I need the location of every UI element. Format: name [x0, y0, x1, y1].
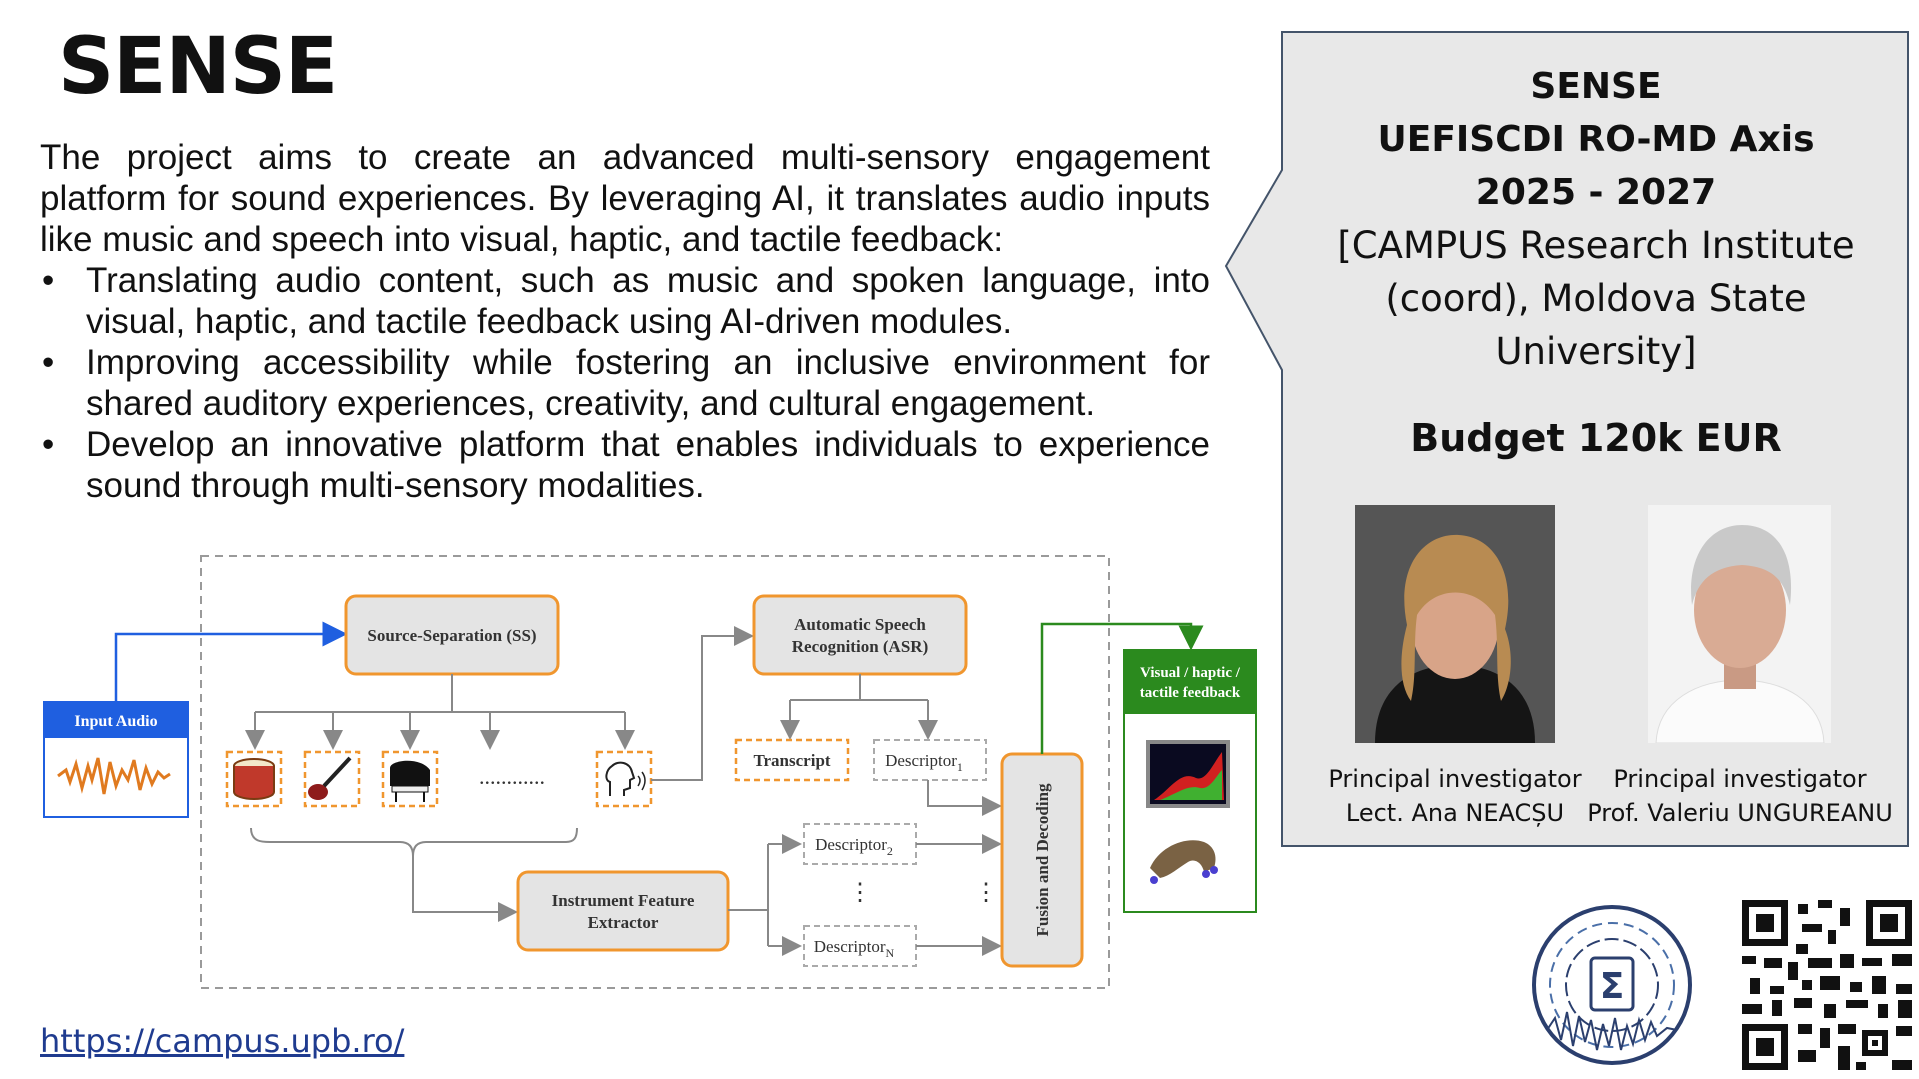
guitar-icon — [308, 756, 352, 800]
speaking-head-icon — [605, 761, 646, 796]
bullet-item: •Develop an innovative platform that ena… — [42, 425, 1210, 505]
descriptor-1-label: Descriptor1 — [885, 751, 963, 774]
diagram-frame — [200, 555, 1110, 989]
bullet-item: •Improving accessibility while fostering… — [42, 343, 1210, 423]
waveform-icon — [57, 757, 171, 795]
source-separation-label: Source-Separation (SS) — [367, 626, 536, 645]
drum-icon-box — [225, 750, 283, 808]
descriptor-2-label: Descriptor2 — [815, 835, 893, 858]
asr-label-line1: Automatic Speech — [794, 615, 926, 634]
asr-label-line2: Recognition (ASR) — [792, 637, 928, 656]
descriptor-1-box — [873, 739, 987, 781]
asr-box — [752, 594, 968, 676]
fusion-decoding-label: Fusion and Decoding — [1033, 783, 1052, 937]
info-budget: Budget 120k EUR — [1410, 416, 1782, 460]
transcript-label: Transcript — [753, 751, 830, 770]
vertical-dots-1: ⋮ — [848, 879, 872, 906]
input-audio-label: Input Audio — [74, 713, 157, 730]
sigma-logo-icon: Σ — [1532, 905, 1692, 1065]
page-title: SENSE — [58, 22, 338, 112]
heatmap-icon — [1146, 740, 1230, 808]
transcript-box — [734, 738, 850, 782]
info-years: 2025 - 2027 — [1475, 172, 1717, 213]
instrument-feature-extractor-box — [516, 870, 730, 952]
intro-paragraph: The project aims to create an advanced m… — [40, 138, 1210, 259]
info-partners: [CAMPUS Research Institute (coord), Mold… — [1337, 224, 1855, 373]
info-program: UEFISCDI RO-MD Axis — [1377, 119, 1815, 160]
investigator-2-caption: Principal investigator Prof. Valeriu UNG… — [1587, 765, 1893, 827]
output-label-line2: tactile feedback — [1140, 685, 1241, 701]
bullet-item: •Translating audio content, such as musi… — [42, 261, 1210, 341]
info-panel: SENSE UEFISCDI RO-MD Axis 2025 - 2027 [C… — [1282, 30, 1910, 844]
portrait-valeriu-ungureanu — [1648, 505, 1831, 743]
drum-icon — [233, 758, 275, 800]
ife-label-line1: Instrument Feature — [552, 891, 695, 910]
pipeline-diagram: Input Audio Source-Separation (SS) .....… — [43, 555, 1257, 989]
descriptor-n-label: DescriptorN — [814, 937, 895, 960]
investigator-1-caption: Principal investigator Lect. Ana NEACȘU — [1328, 765, 1582, 827]
campus-link[interactable]: https://campus.upb.ro/ — [40, 1022, 405, 1060]
output-label-line1: Visual / haptic / — [1140, 665, 1241, 681]
speech-icon-box — [595, 750, 653, 808]
piano-icon — [390, 760, 430, 802]
guitar-icon-box — [303, 750, 361, 808]
ife-label-line2: Extractor — [588, 913, 659, 932]
qr-code-icon[interactable] — [1742, 900, 1912, 1070]
bullet-list: •Translating audio content, such as musi… — [40, 260, 1210, 506]
piano-icon-box — [381, 750, 439, 808]
vertical-dots-2: ⋮ — [974, 879, 998, 906]
info-project-name: SENSE — [1530, 66, 1662, 107]
more-sources-dots: ............ — [479, 764, 545, 789]
svg-text:Σ: Σ — [1600, 966, 1625, 1007]
portrait-ana-neacsu — [1355, 505, 1555, 743]
haptic-shape-icon — [1150, 840, 1218, 884]
